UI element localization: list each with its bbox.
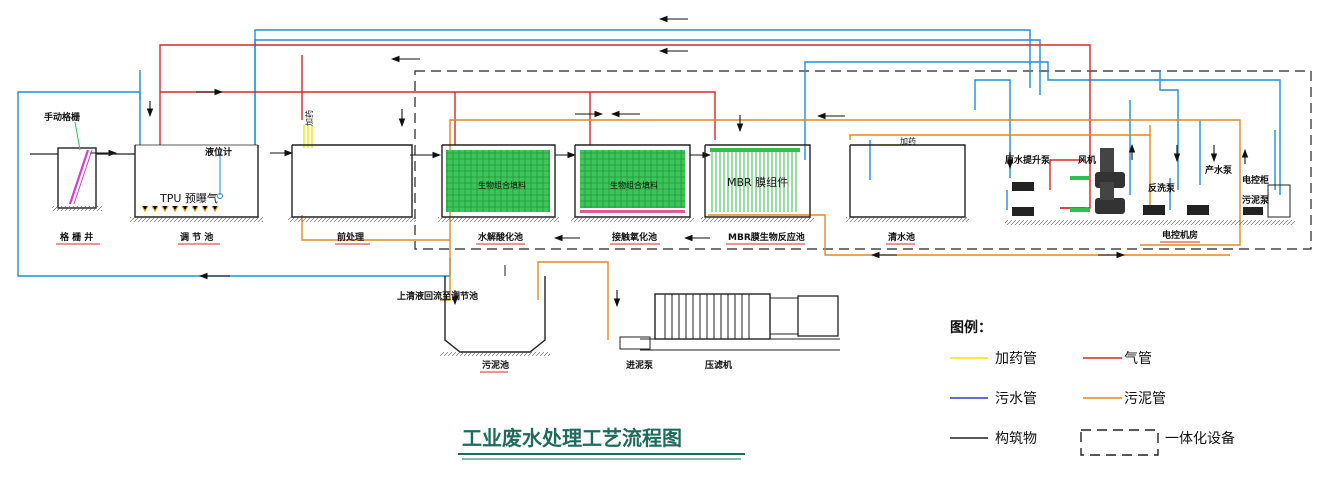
legend-heading: 图例： [950, 319, 992, 336]
label-sludge-tank: 污泥池 [482, 359, 509, 371]
mbr-reactor [701, 144, 814, 222]
label-contact-oxidation-tank: 接触氧化池 [612, 231, 657, 243]
label-sludge-pump: 污泥泵 [1242, 194, 1270, 206]
label-filter-press: 压滤机 [705, 359, 732, 371]
backwash-pump [1143, 205, 1165, 215]
label-dosing2: 加药 [900, 136, 916, 146]
contact-oxidation-tank [571, 144, 694, 222]
legend-integrated-swatch [1080, 429, 1159, 456]
label-clear-water-tank: 清水池 [888, 231, 915, 243]
sludge-pump [1243, 207, 1263, 215]
label-mbr-module: MBR 膜组件 [727, 175, 788, 189]
sludge-pipe-network [301, 119, 1241, 340]
sludge-tank [440, 265, 550, 356]
label-supernatant-return: 上清液回流至调节池 [397, 290, 478, 302]
label-sludge-feed-pump: 进泥泵 [626, 359, 654, 371]
legend-dosing-label: 加药管 [995, 351, 1037, 367]
label-product-pump: 产水泵 [1205, 164, 1233, 176]
legend: 图例： 加药管 气管 污水管 污泥管 构筑物 一体化设备 [950, 319, 1235, 456]
label-tpu-aerator: TPU 预曝气 [159, 191, 218, 205]
control-room [1005, 148, 1295, 225]
hydrolysis-tank [438, 144, 559, 222]
regulating-tank [130, 144, 263, 222]
label-hydrolysis-media: 生物组合填料 [478, 180, 526, 190]
label-contact-media: 生物组合填料 [610, 180, 658, 190]
legend-sludge-label: 污泥管 [1124, 391, 1166, 407]
label-grille-well: 格 栅 井 [60, 231, 93, 243]
label-pretreatment: 前处理 [337, 231, 364, 243]
label-hydrolysis-tank: 水解酸化池 [478, 231, 523, 243]
label-dosing: 加药 [304, 110, 314, 126]
grille-well [30, 121, 135, 211]
product-pump [1187, 205, 1209, 215]
legend-sewage-label: 污水管 [995, 391, 1037, 407]
clear-water-tank [846, 144, 969, 222]
legend-integrated-label: 一体化设备 [1165, 430, 1235, 447]
blowers [1095, 148, 1125, 214]
filter-press [619, 293, 840, 351]
pretreatment-tank [288, 144, 416, 222]
integrated-equipment-boundary [414, 70, 1312, 250]
control-cabinet [1267, 184, 1291, 218]
label-level-gauge: 液位计 [205, 146, 232, 158]
label-regulating-tank: 调 节 池 [180, 231, 213, 243]
label-backwash-pump: 反洗泵 [1148, 182, 1176, 194]
label-control-cabinet: 电控柜 [1242, 174, 1269, 186]
label-mbr-reactor: MBR膜生物反应池 [728, 231, 805, 243]
label-control-room: 电控机房 [1162, 229, 1198, 241]
raw-water-pumps [1012, 182, 1034, 216]
legend-air-label: 气管 [1124, 351, 1152, 367]
label-manual-grille: 手动格栅 [44, 111, 80, 123]
flow-arrows [90, 15, 1249, 308]
label-raw-water-pump: 原水提升泵 [1005, 154, 1051, 166]
label-blower: 风机 [1078, 154, 1096, 166]
diagram-title: 工业废水处理工艺流程图 [462, 426, 682, 450]
legend-structure-label: 构筑物 [995, 431, 1037, 447]
